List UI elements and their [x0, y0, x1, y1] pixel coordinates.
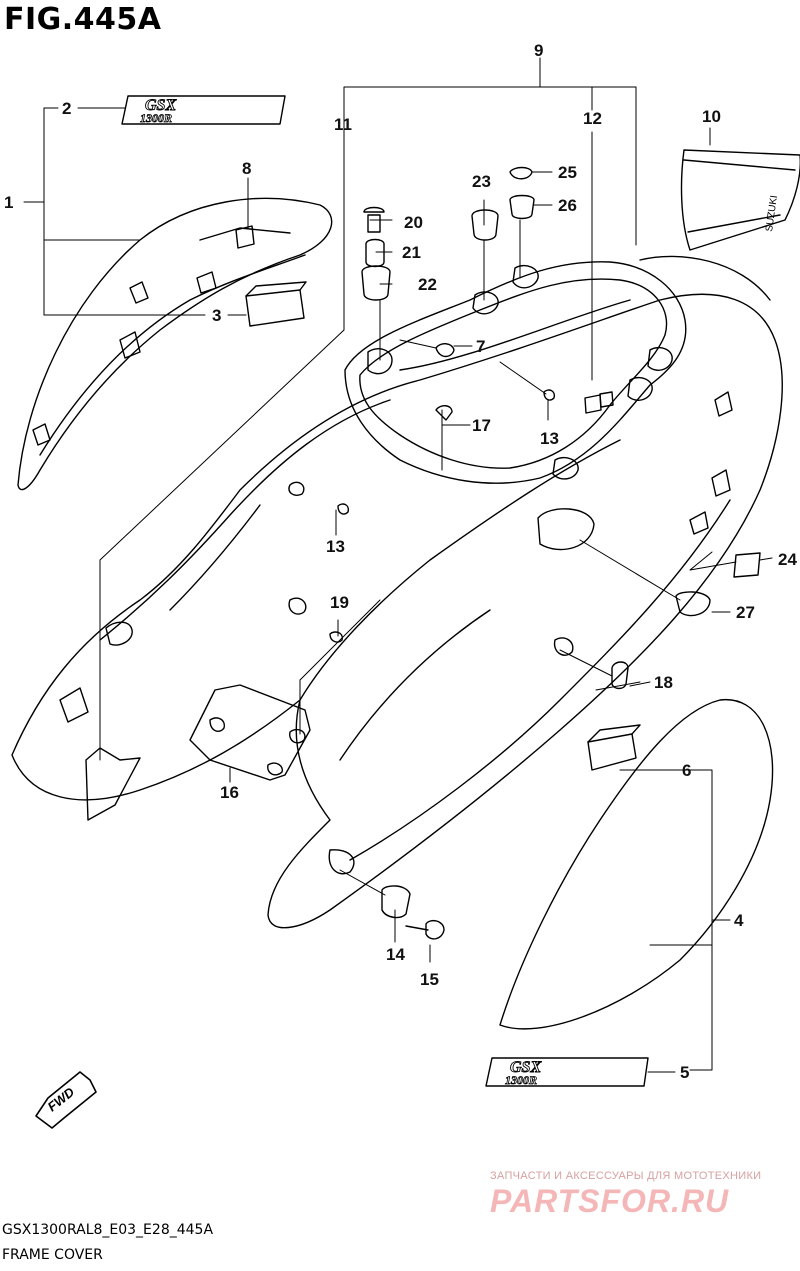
- callout-3: 3: [212, 306, 221, 325]
- figure-title: FIG.445A: [4, 2, 162, 37]
- callout-21: 21: [402, 243, 421, 262]
- callout-1: 1: [4, 193, 13, 212]
- callout-9: 9: [534, 41, 543, 60]
- emblem-5-part: [485, 1057, 649, 1087]
- callout-22: 22: [418, 275, 437, 294]
- callout-25: 25: [558, 163, 577, 182]
- callout-12: 12: [583, 109, 602, 128]
- forward-arrow-icon: [35, 1071, 97, 1129]
- emblem-2-line1: GSX: [145, 97, 176, 114]
- callout-2: 2: [62, 99, 71, 118]
- callout-labels: 1 2 3 4 5 6 7 8 9 10 11 12 13 13 14 15 1…: [4, 41, 797, 1082]
- tail-badge-text: SUZUKI: [764, 195, 780, 233]
- left-side-cover-part: [17, 197, 333, 491]
- callout-26: 26: [558, 196, 577, 215]
- callout-10: 10: [702, 107, 721, 126]
- callout-11: 11: [334, 115, 352, 134]
- leader-lines: [23, 57, 773, 1073]
- watermark-logo: PARTSFOR.RU: [490, 1183, 730, 1219]
- callout-13-cover: 13: [326, 537, 345, 556]
- callout-18: 18: [654, 673, 673, 692]
- callout-20: 20: [404, 213, 423, 232]
- clip-8-part: [235, 225, 255, 249]
- emblem-5-text: GSX 1300R: [505, 1059, 542, 1088]
- main-frame-cover-part: [11, 293, 783, 929]
- hardware-parts: [85, 166, 761, 940]
- watermark-tagline: ЗАПЧАСТИ И АКСЕССУАРЫ ДЛЯ МОТОТЕХНИКИ: [490, 1170, 762, 1182]
- callout-24: 24: [778, 550, 797, 569]
- callout-14: 14: [386, 945, 405, 964]
- callout-8: 8: [242, 159, 251, 178]
- emblem-2-text: GSX 1300R: [140, 97, 177, 126]
- callout-15: 15: [420, 970, 439, 989]
- callout-17: 17: [472, 416, 491, 435]
- callout-6: 6: [682, 761, 691, 780]
- callout-13-tray: 13: [540, 429, 559, 448]
- right-side-cover-part: [499, 699, 774, 1030]
- emblem-2-part: [121, 95, 286, 125]
- emblem-5-line2: 1300R: [505, 1073, 537, 1087]
- tail-piece-10-part: [680, 149, 800, 251]
- callout-16: 16: [220, 783, 239, 802]
- pad-6-part: [587, 724, 641, 771]
- emblem-5-line1: GSX: [510, 1059, 541, 1076]
- figure-caption: FRAME COVER: [2, 1247, 103, 1263]
- bracket-16-part: [189, 684, 311, 781]
- callout-27: 27: [736, 603, 755, 622]
- pad-3-part: [245, 281, 307, 327]
- emblem-2-line2: 1300R: [140, 111, 172, 125]
- callout-7: 7: [476, 337, 485, 356]
- callout-5: 5: [680, 1063, 689, 1082]
- callout-23: 23: [472, 172, 491, 191]
- model-code: GSX1300RAL8_E03_E28_445A: [2, 1222, 214, 1238]
- callout-4: 4: [734, 911, 744, 930]
- fwd-label: FWD: [45, 1084, 78, 1114]
- seat-tray-part: [344, 255, 771, 484]
- callout-19: 19: [330, 593, 349, 612]
